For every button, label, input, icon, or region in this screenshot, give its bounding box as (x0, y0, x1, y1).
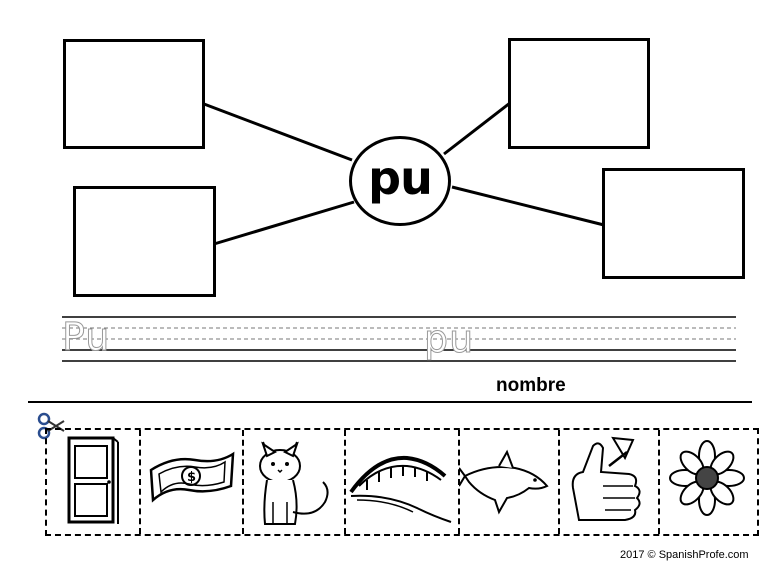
cut-divider (28, 401, 752, 403)
door-icon[interactable] (63, 434, 123, 526)
name-label: nombre (496, 375, 566, 396)
strip-separator (458, 430, 460, 534)
answer-box-top-left[interactable] (63, 39, 205, 149)
strip-separator (242, 430, 244, 534)
answer-box-top-right[interactable] (508, 38, 650, 149)
trace-word-capital: Pu (61, 315, 111, 359)
strip-separator (139, 430, 141, 534)
center-syllable-circle: pu (349, 136, 451, 226)
answer-box-bottom-right[interactable] (602, 168, 745, 279)
strip-separator (658, 430, 660, 534)
strip-separator (344, 430, 346, 534)
svg-text:$: $ (187, 470, 196, 485)
copyright-text: 2017 © SpanishProfe.com (620, 549, 749, 561)
dolphin-icon[interactable] (459, 442, 559, 522)
strip-separator (558, 430, 560, 534)
handwriting-lines (62, 316, 736, 362)
thumb-icon[interactable] (559, 430, 659, 530)
answer-box-bottom-left[interactable] (73, 186, 216, 297)
cut-strip: $ (45, 428, 759, 536)
flower-icon[interactable] (661, 434, 757, 530)
money-icon[interactable]: $ (143, 448, 239, 508)
cat-icon[interactable] (245, 432, 341, 532)
connector-lines (203, 101, 605, 246)
center-syllable: pu (368, 151, 433, 205)
trace-word-lower: pu (423, 317, 475, 361)
bridge-icon[interactable] (347, 436, 457, 526)
